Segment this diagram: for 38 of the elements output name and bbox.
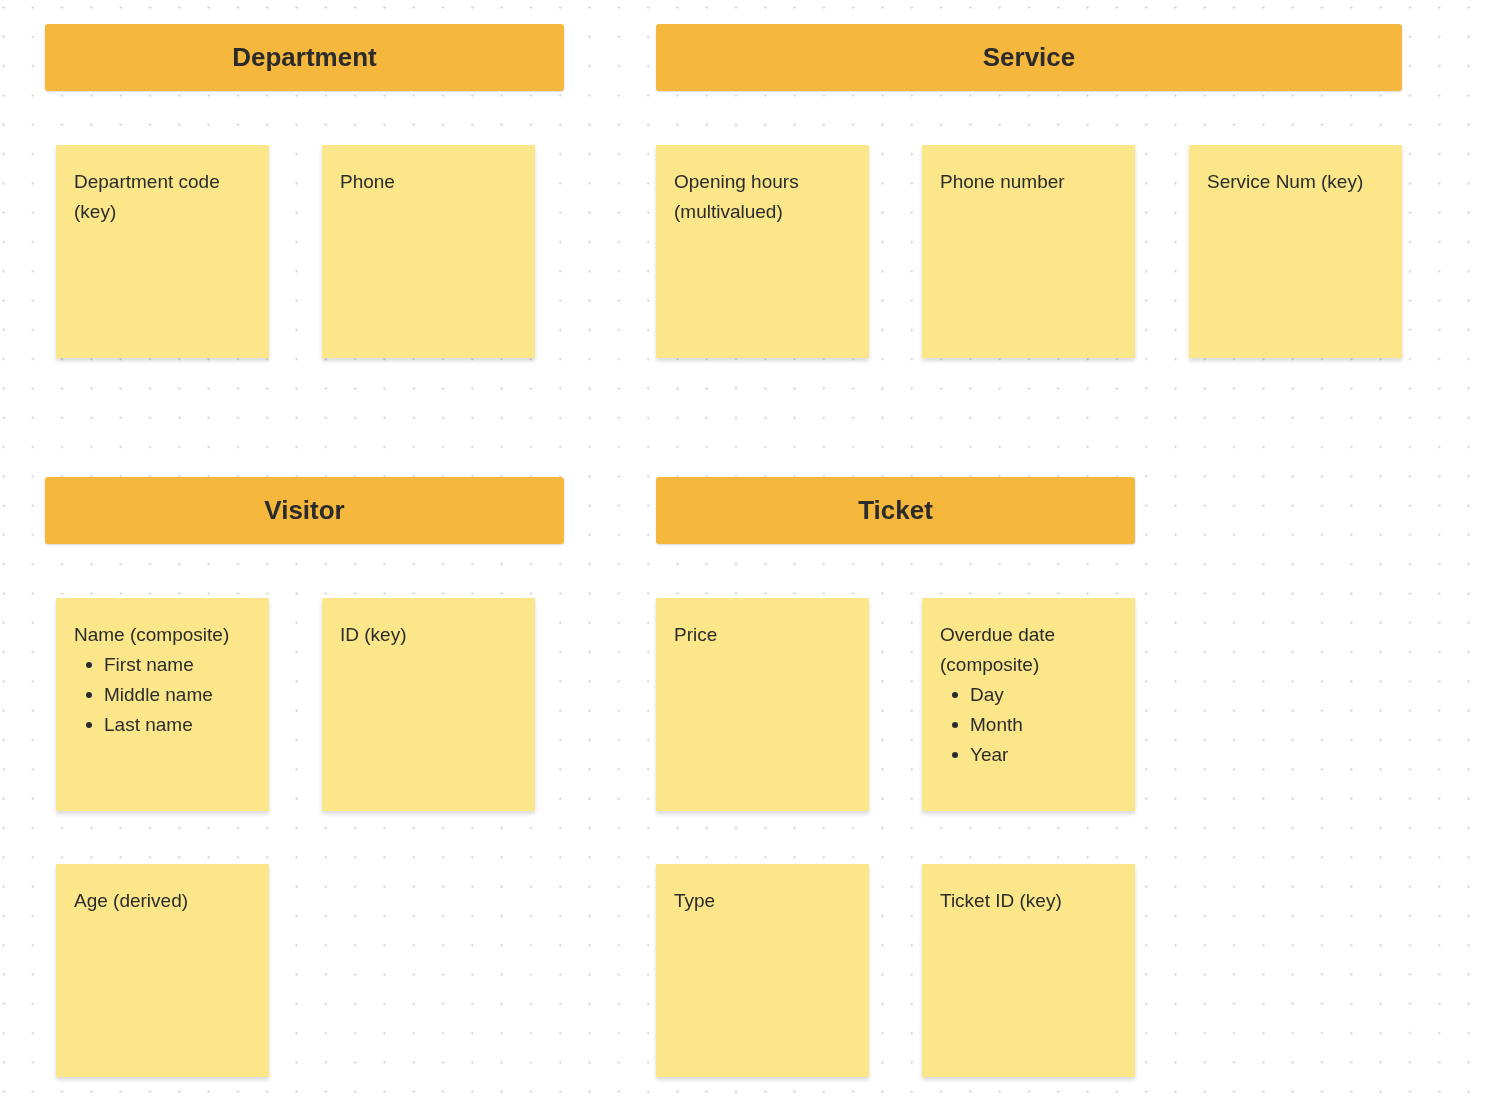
sticky-note — [656, 145, 869, 358]
attribute-text: Phone number — [940, 170, 1066, 194]
attribute-text: Price — [674, 623, 719, 647]
attribute-text: Phone — [340, 170, 396, 194]
entity-header-bar — [656, 24, 1402, 91]
attribute-text: Name (composite) — [74, 623, 231, 647]
attribute-text: Service Num (key) — [1207, 170, 1365, 194]
list-item: Year — [970, 743, 1009, 767]
entity-header-bar — [45, 477, 564, 544]
entity-name: Visitor — [264, 495, 345, 526]
attribute-text: Department code (key) — [74, 170, 221, 224]
entity-name: Service — [982, 42, 1076, 73]
list-item: First name — [104, 653, 194, 677]
attribute-text: Overdue date (composite) — [940, 623, 1057, 677]
sticky-note — [922, 864, 1135, 1077]
entity-name: Ticket — [858, 495, 933, 526]
sticky-note — [56, 864, 269, 1077]
entity-header-bar — [45, 24, 564, 91]
sticky-note — [56, 145, 269, 358]
list-item: Middle name — [104, 683, 213, 707]
list-item: Month — [970, 713, 1023, 737]
list-item: Last name — [104, 713, 193, 737]
sticky-note — [656, 598, 869, 811]
attribute-text: Age (derived) — [74, 889, 190, 913]
entity-header-bar — [656, 477, 1135, 544]
sticky-note — [922, 598, 1135, 811]
sticky-note — [56, 598, 269, 811]
sticky-note — [656, 864, 869, 1077]
sticky-note — [322, 145, 535, 358]
list-item: Day — [970, 683, 1004, 707]
sticky-note — [1189, 145, 1402, 358]
attribute-text: Ticket ID (key) — [940, 889, 1063, 913]
attribute-text: ID (key) — [340, 623, 408, 647]
entity-name: Department — [232, 42, 377, 73]
attribute-text: Type — [674, 889, 717, 913]
sticky-note — [322, 598, 535, 811]
sticky-note — [922, 145, 1135, 358]
attribute-text: Opening hours (multivalued) — [674, 170, 800, 224]
